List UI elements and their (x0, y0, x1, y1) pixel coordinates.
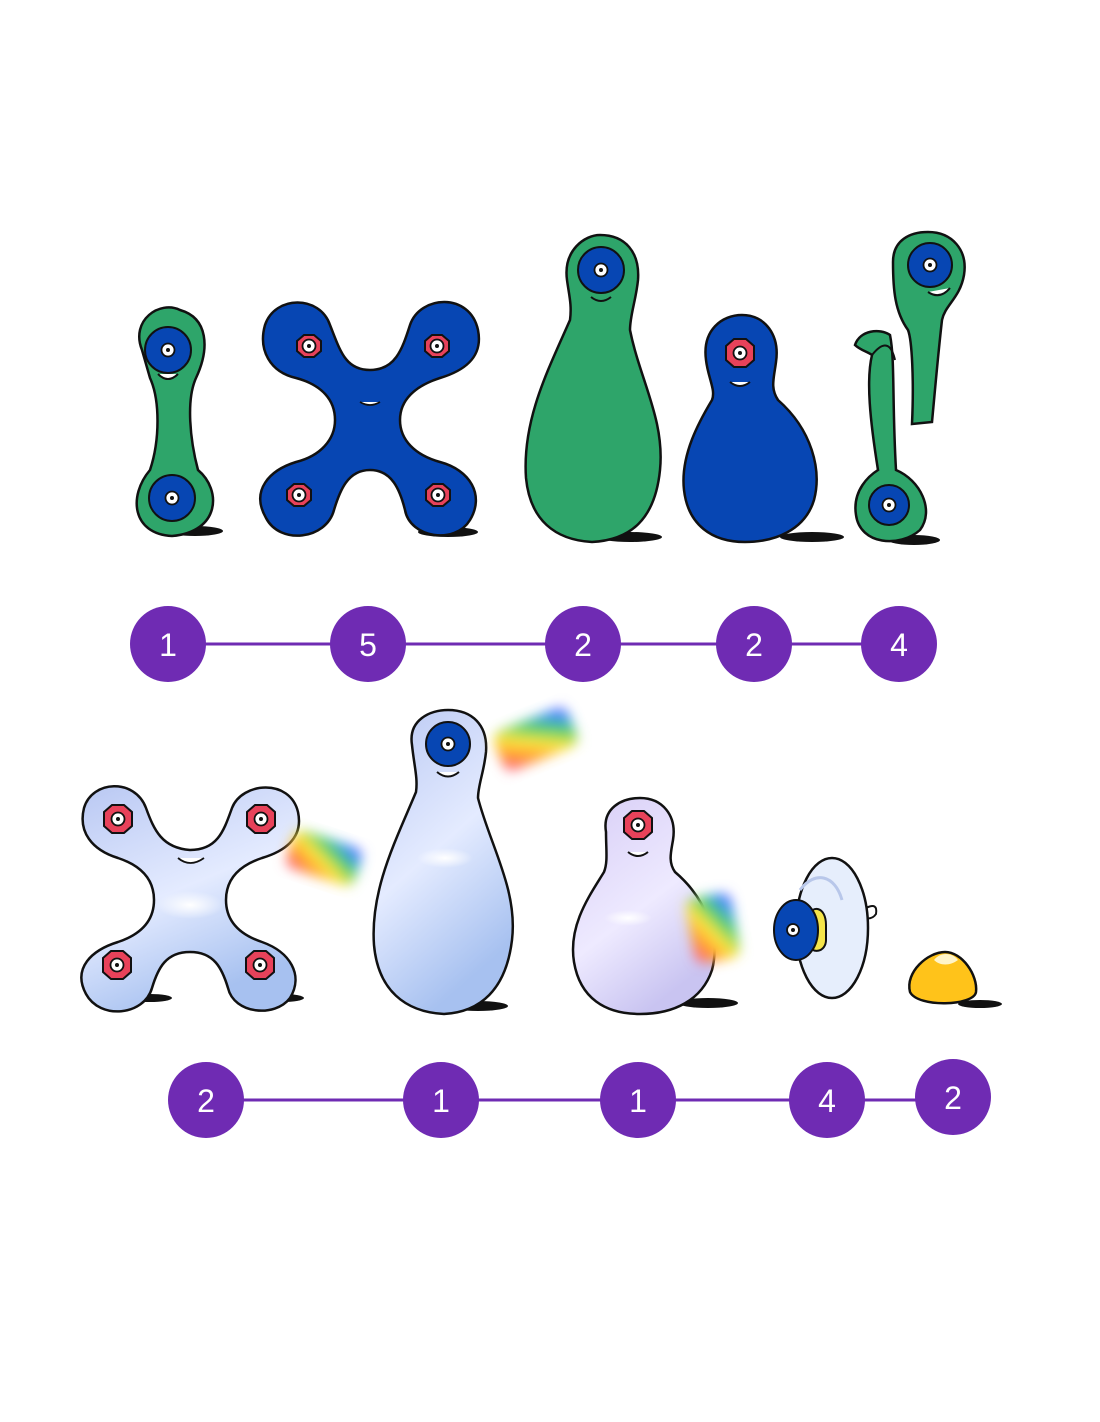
green-double-link-piece (135, 306, 223, 538)
green-flex-arm-icon (853, 230, 966, 545)
suction-cup-icon (773, 856, 878, 1000)
count-badge: 1 (130, 606, 206, 682)
row-1-colored-pieces: 1 5 2 2 4 (130, 230, 966, 682)
count-badge-label: 2 (197, 1083, 215, 1119)
count-badge: 5 (330, 606, 406, 682)
red-socket-icon (296, 334, 322, 358)
count-badge-label: 2 (574, 627, 592, 663)
clear-round-body-icon (571, 796, 738, 1016)
green-flex-arm-piece (853, 230, 966, 545)
count-badge: 4 (861, 606, 937, 682)
count-badge-label: 5 (359, 627, 377, 663)
count-badge: 1 (403, 1062, 479, 1138)
yellow-putty-piece (908, 950, 1002, 1008)
blue-round-body-piece (682, 313, 844, 544)
count-badge-label: 1 (629, 1083, 647, 1119)
blue-x-icon (259, 300, 481, 537)
clear-tall-body-piece (372, 707, 578, 1016)
count-badge-label: 4 (818, 1083, 836, 1119)
clear-x-icon (80, 785, 304, 1013)
count-badge-label: 2 (944, 1080, 962, 1116)
count-badge: 2 (716, 606, 792, 682)
count-badge-label: 1 (432, 1083, 450, 1119)
clear-x-connector-piece (80, 785, 362, 1013)
row-2-clear-pieces: 2 1 1 4 2 (80, 707, 1002, 1138)
count-badge-label: 4 (890, 627, 908, 663)
count-badge-label: 1 (159, 627, 177, 663)
count-badge: 2 (545, 606, 621, 682)
rainbow-reflection-icon (686, 893, 740, 963)
green-tall-body-icon (524, 233, 662, 544)
count-badge: 4 (789, 1062, 865, 1138)
rainbow-reflection-icon (286, 830, 362, 886)
count-badge: 2 (915, 1059, 991, 1135)
suction-cup-piece (773, 856, 878, 1000)
green-tall-body-piece (524, 233, 662, 544)
clear-tall-body-icon (372, 708, 515, 1016)
green-link-icon (135, 306, 223, 538)
yellow-putty-icon (908, 950, 1002, 1008)
blue-x-connector-piece (259, 300, 481, 537)
count-badge: 2 (168, 1062, 244, 1138)
rainbow-reflection-icon (493, 707, 578, 771)
clear-round-body-piece (571, 796, 740, 1016)
blue-round-body-icon (682, 313, 844, 544)
count-badge-label: 2 (745, 627, 763, 663)
count-badge: 1 (600, 1062, 676, 1138)
